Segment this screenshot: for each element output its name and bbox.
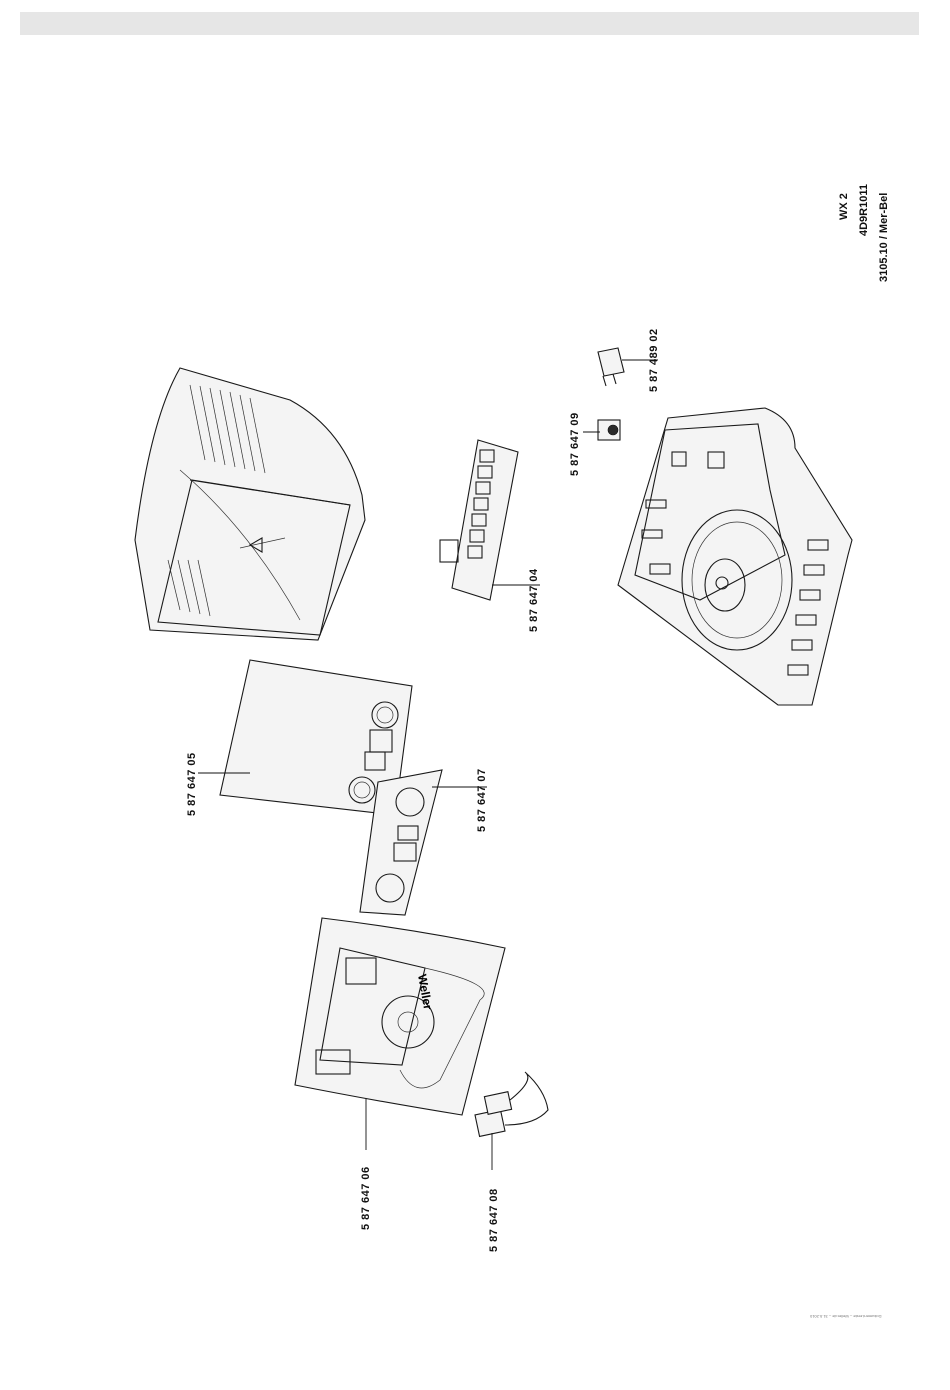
front-panel: Weller bbox=[295, 918, 505, 1115]
part-number-08: 5 87 647 08 bbox=[488, 1188, 500, 1252]
part-number-09: 5 87 647 09 bbox=[569, 412, 581, 476]
circuit-board bbox=[440, 440, 518, 600]
part-number-48902: 5 87 489 02 bbox=[648, 328, 660, 392]
part-number-07: 5 87 647 07 bbox=[476, 768, 488, 832]
cable-connector bbox=[475, 1072, 548, 1136]
part-number-06: 5 87 647 06 bbox=[360, 1166, 372, 1230]
housing-cover bbox=[135, 368, 365, 640]
part-number-05: 5 87 647 05 bbox=[186, 752, 198, 816]
footer-note: Dokument.erste – Weller.de – 31.5.2010 bbox=[810, 1314, 882, 1319]
part-number-04: 5 87 647 04 bbox=[528, 568, 540, 632]
small-switch-part bbox=[598, 420, 620, 440]
base-transformer bbox=[618, 408, 852, 705]
plug-part bbox=[598, 348, 624, 386]
